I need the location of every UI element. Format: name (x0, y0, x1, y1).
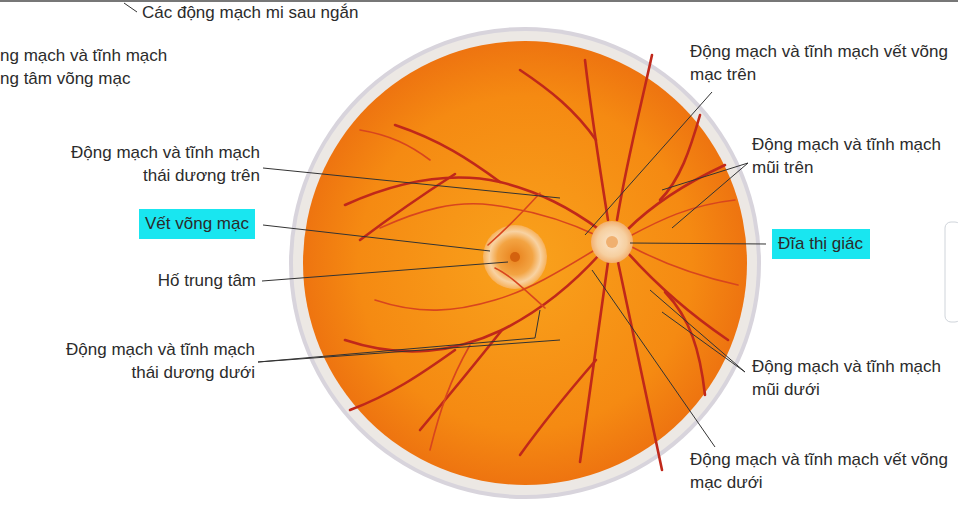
highlight-text: Vết võng mạc (145, 213, 249, 235)
callout-label: Động mạch và tĩnh mạch vết võng mạc trên (690, 40, 952, 86)
highlight-label: Đĩa thị giác (772, 229, 870, 259)
callout-label: Động mạch và tĩnh mạch thái dương trên (45, 141, 260, 187)
highlight-label: Vết võng mạc (139, 209, 255, 239)
callout-label: Hố trung tâm (100, 269, 256, 292)
callout-label: Động mạch và tĩnh mạch thái dương dưới (40, 338, 255, 384)
callout-label: ng mạch và tĩnh mạch ng tâm võng mạc (0, 44, 190, 90)
callout-label: Các động mạch mi sau ngắn (142, 1, 432, 24)
callout-label: Động mạch và tĩnh mạch mũi dưới (752, 355, 952, 401)
callout-label: Động mạch và tĩnh mạch vết võng mạc dưới (690, 448, 952, 494)
callout-label: Động mạch và tĩnh mạch mũi trên (752, 133, 952, 179)
highlight-text: Đĩa thị giác (778, 233, 863, 255)
